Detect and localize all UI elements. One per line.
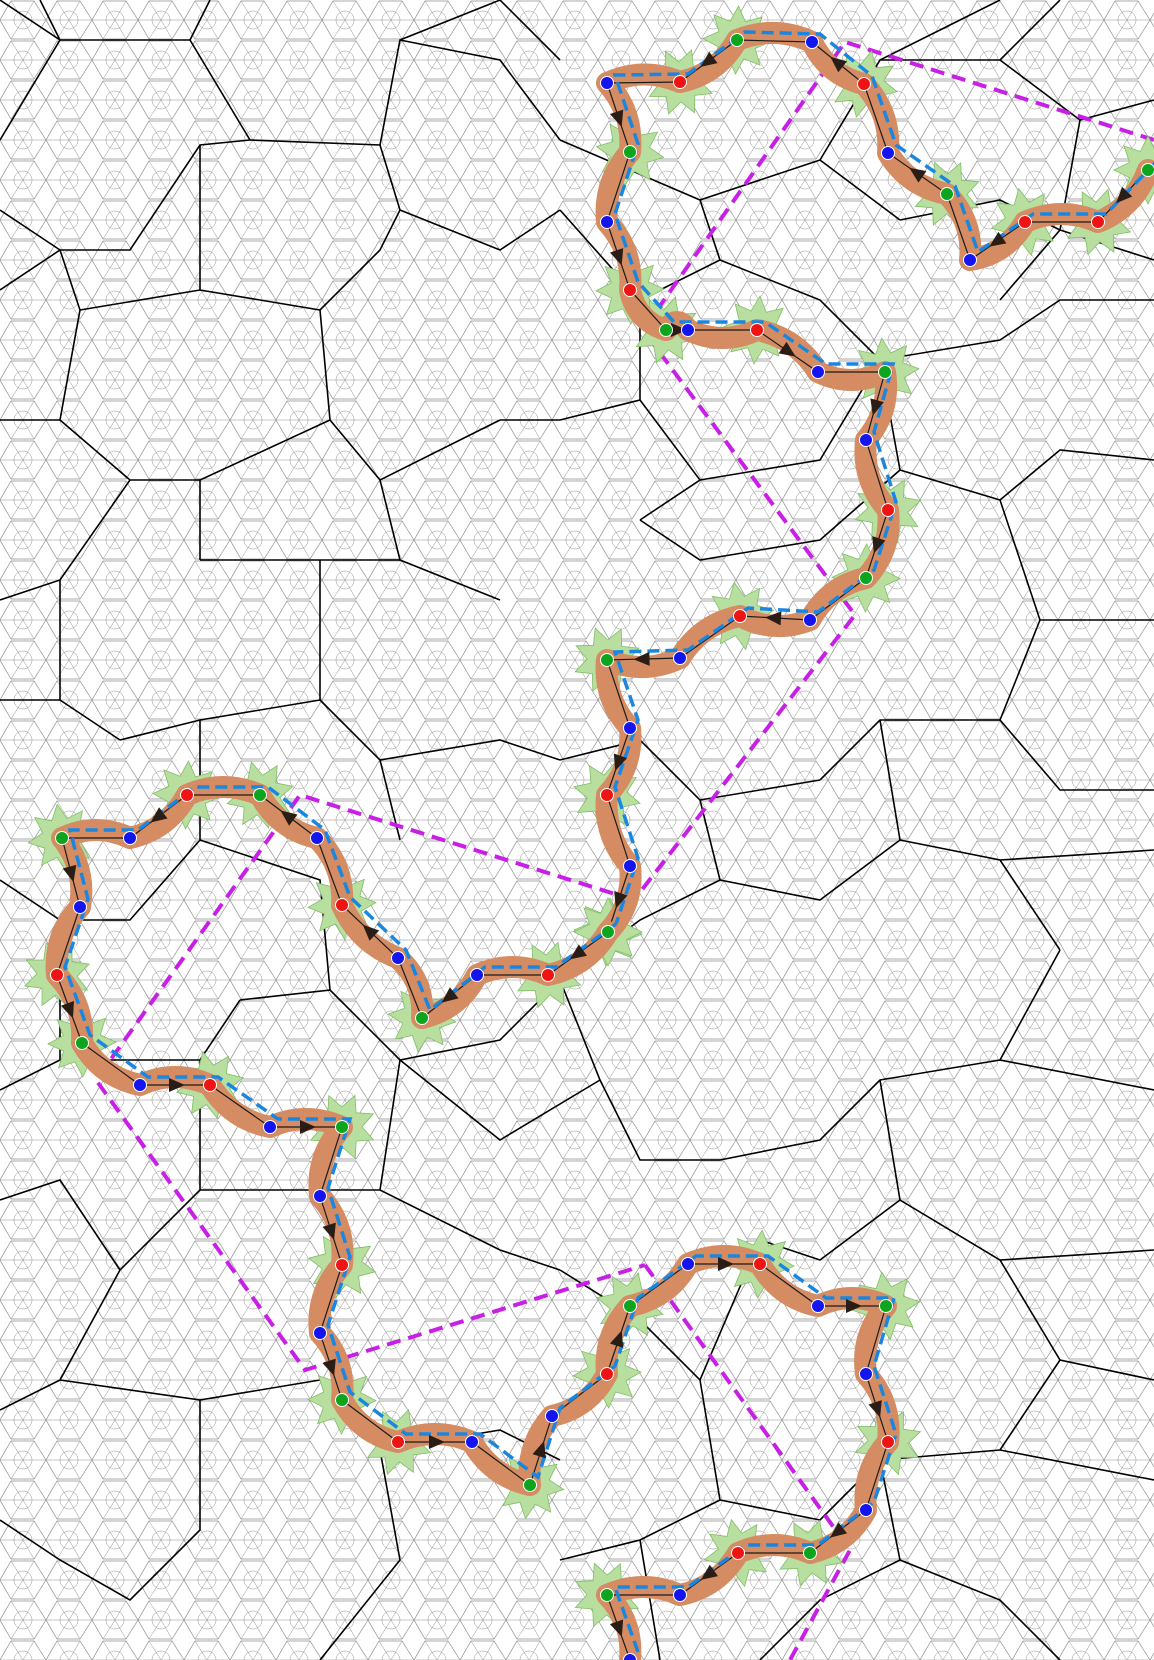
red-node: [601, 789, 614, 802]
blue-node: [471, 969, 484, 982]
blue-node: [624, 860, 637, 873]
green-node: [601, 1589, 614, 1602]
red-node: [882, 504, 895, 517]
blue-node: [806, 36, 819, 49]
red-node: [754, 1258, 767, 1271]
blue-node: [314, 1190, 327, 1203]
blue-node: [682, 1258, 695, 1271]
blue-node: [466, 1436, 479, 1449]
blue-node: [601, 216, 614, 229]
blue-node: [546, 1410, 559, 1423]
red-node: [751, 324, 764, 337]
blue-node: [311, 832, 324, 845]
green-node: [660, 324, 673, 337]
blue-node: [392, 952, 405, 965]
blue-node: [674, 652, 687, 665]
green-node: [731, 34, 744, 47]
green-node: [76, 1037, 89, 1050]
green-node: [624, 1300, 637, 1313]
red-node: [732, 1547, 745, 1560]
blue-node: [860, 1504, 873, 1517]
red-node: [336, 1259, 349, 1272]
red-node: [882, 1436, 895, 1449]
green-node: [879, 366, 892, 379]
green-node: [254, 789, 267, 802]
green-node: [601, 654, 614, 667]
green-node: [336, 1121, 349, 1134]
red-node: [624, 284, 637, 297]
blue-node: [624, 722, 637, 735]
blue-node: [134, 1079, 147, 1092]
green-node: [524, 1479, 537, 1492]
red-node: [601, 1368, 614, 1381]
red-node: [181, 789, 194, 802]
red-node: [1092, 216, 1105, 229]
blue-node: [314, 1327, 327, 1340]
blue-node: [804, 614, 817, 627]
blue-node: [674, 1589, 687, 1602]
green-node: [804, 1547, 817, 1560]
blue-node: [601, 77, 614, 90]
green-node: [880, 1300, 893, 1313]
red-node: [1019, 216, 1032, 229]
blue-node: [264, 1121, 277, 1134]
blue-node: [964, 254, 977, 267]
red-node: [674, 76, 687, 89]
blue-node: [860, 434, 873, 447]
red-node: [392, 1436, 405, 1449]
blue-node: [882, 147, 895, 160]
red-node: [542, 969, 555, 982]
green-node: [1142, 164, 1154, 177]
blue-node: [682, 324, 695, 337]
red-node: [336, 899, 349, 912]
green-node: [860, 572, 873, 585]
blue-node: [74, 901, 87, 914]
blue-node: [812, 366, 825, 379]
green-node: [56, 832, 69, 845]
green-node: [416, 1012, 429, 1025]
green-node: [336, 1394, 349, 1407]
green-node: [624, 146, 637, 159]
blue-node: [812, 1300, 825, 1313]
red-node: [858, 78, 871, 91]
blue-node: [860, 1368, 873, 1381]
green-node: [941, 188, 954, 201]
green-node: [602, 926, 615, 939]
red-node: [734, 610, 747, 623]
red-node: [51, 969, 64, 982]
red-node: [204, 1079, 217, 1092]
blue-node: [124, 832, 137, 845]
